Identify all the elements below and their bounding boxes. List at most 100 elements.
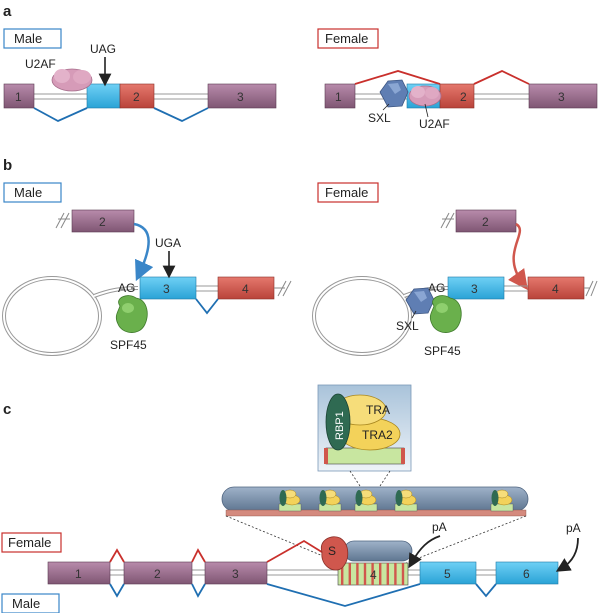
tra-label: TRA (366, 403, 390, 417)
exon-2-a-female (439, 83, 475, 109)
male-splice-line-1 (33, 107, 88, 123)
exon-3-c (204, 561, 268, 585)
exon-2-b-female (455, 209, 517, 233)
exon4-stripe (371, 563, 374, 585)
exon-2-label-female: 2 (460, 90, 467, 104)
bound-complex-repeat (354, 489, 378, 512)
exon-2-b-male (71, 209, 135, 233)
male-splice-line-2 (153, 107, 209, 122)
exon4-stripe (394, 563, 397, 585)
exon4-stripe (401, 563, 405, 585)
exon-3-label-b-female: 3 (471, 282, 478, 296)
bound-complex-repeat (394, 489, 418, 512)
doublesex-pre-mrna: 1 2 3 4 5 6 S pA pA (47, 520, 581, 607)
female-splice-line-1 (354, 70, 441, 85)
sxl-label-b: SXL (396, 319, 419, 333)
exon-2-label-b-female: 2 (482, 215, 489, 229)
rbp1-protein (325, 393, 351, 451)
exon4-stripe (379, 563, 382, 585)
exon-3-label-c: 3 (232, 567, 239, 581)
male-pre-mrna-a: 1 2 3 U2AF UAG (3, 42, 277, 123)
female-pre-mrna-a: 1 2 3 SXL U2AF (324, 70, 598, 131)
panel-label-a: a (3, 3, 12, 20)
exon-3-label-female: 3 (558, 90, 565, 104)
exon-4-label-b-male: 4 (242, 282, 249, 296)
panel-label-b: b (3, 157, 12, 174)
female-label-box-a (317, 28, 379, 49)
exon-2-label-c: 2 (154, 567, 161, 581)
exon-3-b-female (447, 276, 505, 300)
sxl-label-a: SXL (368, 111, 391, 125)
tra2-label: TRA2 (362, 428, 393, 442)
bound-complex-repeat (278, 489, 302, 512)
tra-complex-on-exon4 (343, 540, 413, 562)
male-splice-line-c (266, 583, 421, 607)
exon-blue-a-male (86, 83, 121, 109)
female-label-a: Female (325, 31, 368, 46)
spf45-label-b-male: SPF45 (110, 338, 147, 352)
exon-4-label-b-female: 4 (552, 282, 559, 296)
exon-2-c (123, 561, 193, 585)
male-splice-line-b (195, 298, 219, 315)
exon4-stripe (386, 563, 389, 585)
uga-codon-label: UGA (155, 236, 181, 250)
bound-complex-repeat (318, 489, 342, 512)
exon-6-c (495, 561, 559, 585)
pa-label-female: pA (432, 520, 447, 534)
exon-1-label: 1 (15, 90, 22, 104)
exon4-stripe (363, 563, 367, 585)
male-label-box-a (3, 28, 62, 49)
u2af-protein-a-female (408, 85, 442, 107)
exon-3-a-male (207, 83, 277, 109)
panel-label-c: c (3, 401, 11, 418)
female-splice-line-2 (473, 70, 530, 85)
male-label-b: Male (14, 185, 42, 200)
spf45-protein-b-female (429, 295, 462, 333)
spf45-label-b-female: SPF45 (424, 344, 461, 358)
ag-label-b-female: AG (428, 281, 445, 295)
exon4-stripe (356, 563, 359, 585)
male-label-box-c (1, 593, 60, 613)
female-label-box-b (317, 182, 379, 203)
exon-5-c (419, 561, 477, 585)
exon4-stripe (348, 563, 351, 585)
exon-4-label-c: 4 (370, 568, 377, 582)
u2af-protein-a-male (51, 68, 93, 92)
pa-arrow-male (555, 537, 579, 572)
sxl-protein-a-female (379, 79, 409, 108)
female-label-c: Female (8, 535, 51, 550)
uag-codon-label: UAG (90, 42, 116, 56)
female-label-box-c (1, 532, 62, 553)
male-splice-arrow-b (133, 222, 154, 282)
pa-arrow-female (408, 535, 441, 569)
spf45-protein-b-male (115, 295, 148, 333)
exon-2-a-male (119, 83, 155, 109)
female-pre-mrna-b: 2 3 4 AG SXL SPF45 (312, 209, 598, 358)
exon-3-a-female (528, 83, 598, 109)
exon-1-c (47, 561, 111, 585)
female-splice-arrow-b (508, 222, 528, 291)
male-label-a: Male (14, 31, 42, 46)
exon-1-label-female: 1 (335, 90, 342, 104)
tra-complex-inset: RBP1 TRA TRA2 (317, 384, 412, 472)
u2af-label-a-female: U2AF (419, 117, 450, 131)
male-label-box-b (3, 182, 62, 203)
u2af-label-a-male: U2AF (25, 57, 56, 71)
exon-5-label-c: 5 (444, 567, 451, 581)
male-pre-mrna-b: 2 3 4 AG UGA SPF45 (2, 209, 292, 356)
exon-1-a-female (324, 83, 356, 109)
exon-2-label: 2 (133, 90, 140, 104)
exon-1-a-male (3, 83, 35, 109)
enlarged-regulatory-element (221, 486, 529, 517)
pa-label-male: pA (566, 521, 581, 535)
s-protein-label: S (328, 544, 336, 558)
exon-2-label-b-male: 2 (99, 215, 106, 229)
exon4-stripe (341, 563, 344, 585)
male-label-c: Male (12, 596, 40, 611)
exon-1-label-c: 1 (75, 567, 82, 581)
exon-6-label-c: 6 (523, 567, 530, 581)
female-label-b: Female (325, 185, 368, 200)
rbp1-label: RBP1 (334, 411, 346, 440)
exon-3-label: 3 (237, 90, 244, 104)
